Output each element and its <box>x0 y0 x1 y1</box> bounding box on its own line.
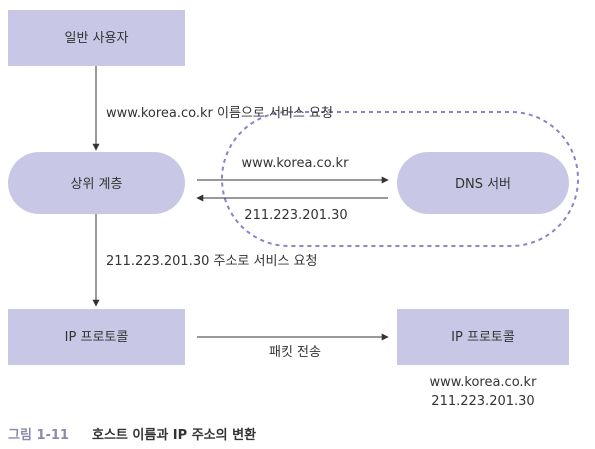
figure-title: 호스트 이름과 IP 주소의 변환 <box>92 427 256 443</box>
dns-reply-label: 211.223.201.30 <box>244 208 347 223</box>
dns-server-node <box>397 152 569 214</box>
ip-protocol-left-node <box>8 309 185 365</box>
user-node <box>8 10 185 66</box>
ip-protocol-right-node <box>397 309 569 365</box>
ip-protocol-left-label: IP 프로토콜 <box>65 330 129 345</box>
ip-protocol-right-label: IP 프로토콜 <box>451 330 515 345</box>
request-by-ip-label: 211.223.201.30 주소로 서비스 요청 <box>106 254 317 269</box>
figure-number: 그림 1-11 <box>8 428 69 443</box>
upper-layer-node-label: 상위 계층 <box>71 177 123 192</box>
user-node-label: 일반 사용자 <box>65 31 129 46</box>
packet-transfer-label: 패킷 전송 <box>269 345 321 360</box>
dest-host-label: www.korea.co.kr <box>430 375 538 390</box>
dns-query-label: www.korea.co.kr <box>242 156 350 171</box>
dns-server-node-label: DNS 서버 <box>455 177 511 192</box>
dest-ip-label: 211.223.201.30 <box>431 394 534 409</box>
upper-layer-node <box>8 152 185 214</box>
request-by-name-label: www.korea.co.kr 이름으로 서비스 요청 <box>106 106 333 121</box>
